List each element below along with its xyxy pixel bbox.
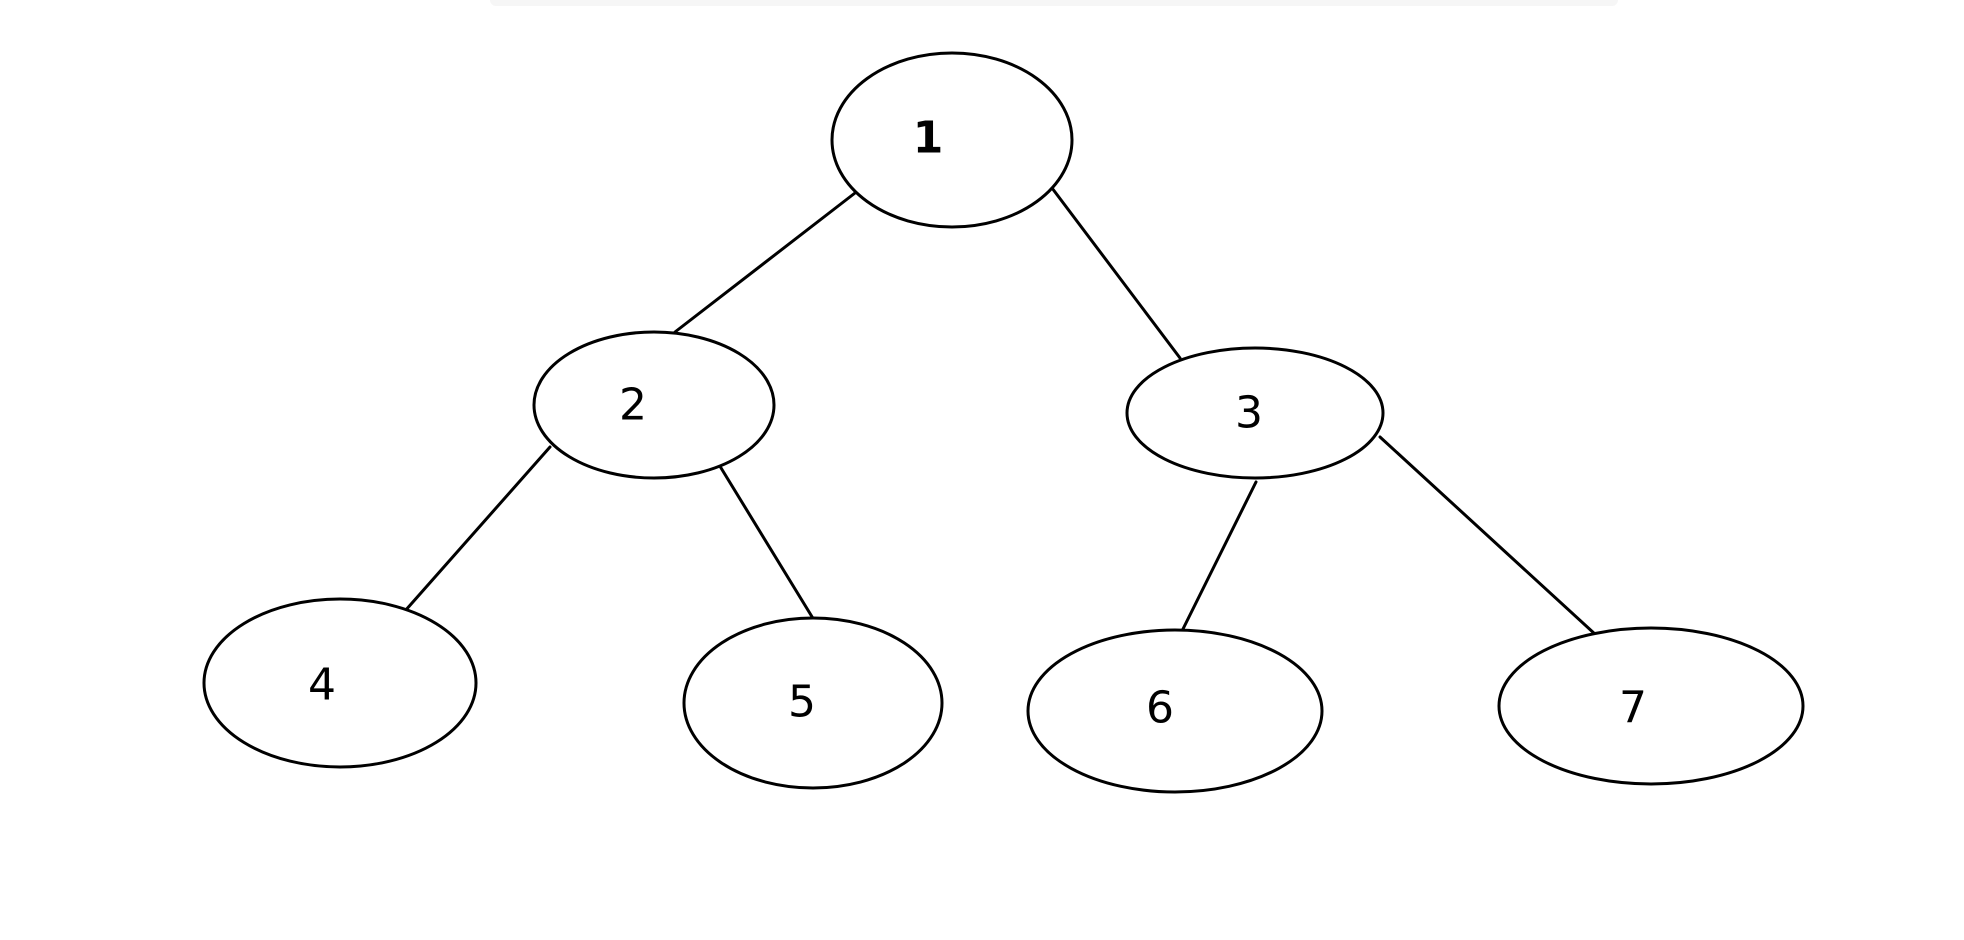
tree-node-2: 2 bbox=[532, 330, 776, 480]
edge-1-2 bbox=[673, 191, 857, 334]
tree-node-3: 3 bbox=[1125, 346, 1385, 480]
node-label: 3 bbox=[1235, 388, 1263, 439]
node-ellipse bbox=[1497, 626, 1805, 786]
node-label: 5 bbox=[788, 677, 816, 728]
node-label: 1 bbox=[913, 113, 944, 164]
edge-2-4 bbox=[395, 445, 552, 622]
edge-2-5 bbox=[716, 461, 816, 622]
edge-1-3 bbox=[1050, 186, 1182, 360]
node-ellipse bbox=[830, 51, 1074, 229]
node-ellipse bbox=[532, 330, 776, 480]
node-label: 4 bbox=[308, 660, 336, 711]
tree-node-6: 6 bbox=[1026, 628, 1324, 794]
node-label: 2 bbox=[619, 380, 647, 431]
node-label: 7 bbox=[1619, 683, 1647, 734]
tree-node-5: 5 bbox=[682, 616, 944, 790]
node-ellipse bbox=[682, 616, 944, 790]
node-ellipse bbox=[1026, 628, 1324, 794]
node-ellipse bbox=[1125, 346, 1385, 480]
node-ellipse bbox=[202, 597, 478, 769]
edge-3-6 bbox=[1180, 480, 1258, 633]
top-strip bbox=[490, 0, 1618, 6]
tree-node-4: 4 bbox=[202, 597, 478, 769]
edge-3-7 bbox=[1378, 435, 1598, 637]
tree-node-7: 7 bbox=[1497, 626, 1805, 786]
node-label: 6 bbox=[1146, 683, 1174, 734]
tree-node-1: 1 bbox=[830, 51, 1074, 229]
